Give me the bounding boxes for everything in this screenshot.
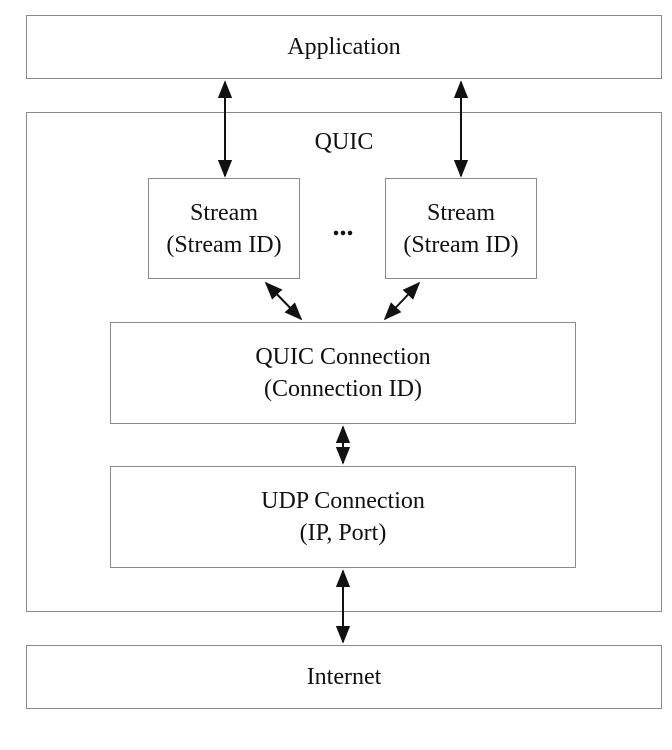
quic-connection-title: QUIC Connection — [255, 344, 431, 370]
quic-connection-box: QUIC Connection (Connection ID) — [110, 322, 576, 424]
stream-2-title: Stream — [427, 199, 495, 226]
stream-box-2: Stream (Stream ID) — [385, 178, 537, 279]
quic-label: QUIC — [314, 129, 374, 155]
internet-box: Internet — [26, 645, 662, 709]
application-box: Application — [26, 15, 662, 79]
udp-connection-box: UDP Connection (IP, Port) — [110, 466, 576, 568]
arrow-stream-2-quic-connection — [383, 281, 421, 321]
stream-2-id: (Stream ID) — [403, 231, 519, 258]
streams-ellipsis: ... — [332, 211, 354, 242]
udp-connection-title: UDP Connection — [261, 488, 425, 514]
stream-1-title: Stream — [190, 199, 258, 226]
udp-connection-ip-port: (IP, Port) — [299, 520, 387, 546]
application-label: Application — [287, 34, 401, 60]
arrow-stream-1-quic-connection — [264, 281, 303, 321]
internet-label: Internet — [306, 664, 382, 690]
quic-connection-id: (Connection ID) — [264, 376, 422, 402]
stream-1-id: (Stream ID) — [166, 231, 282, 258]
stream-box-1: Stream (Stream ID) — [148, 178, 300, 279]
